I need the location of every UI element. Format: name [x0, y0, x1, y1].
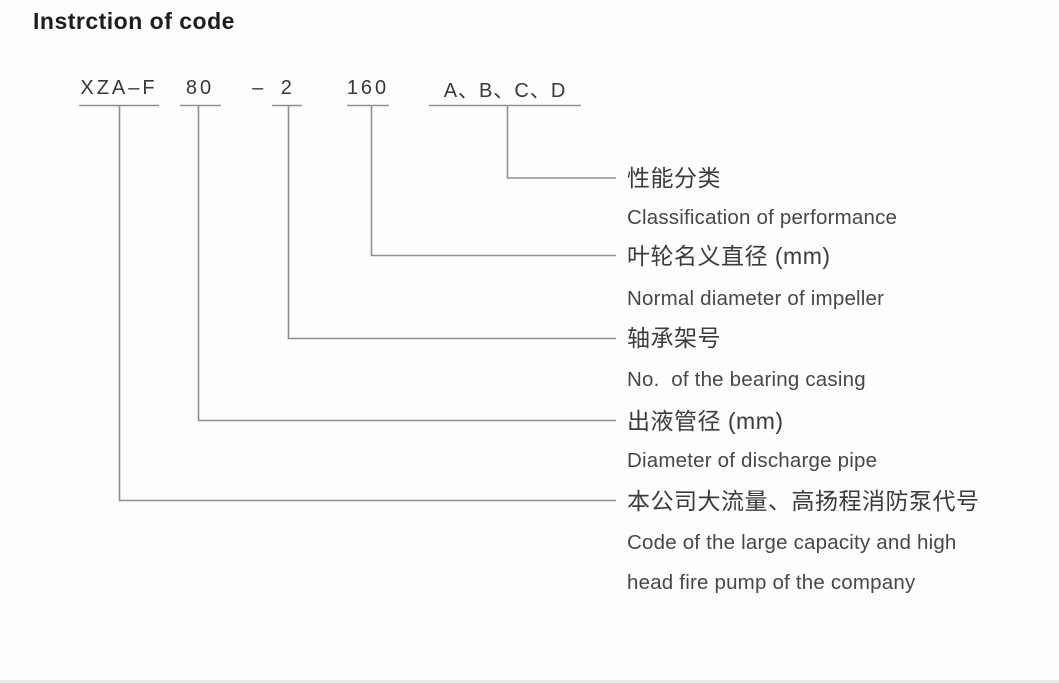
code-segment-performance-class: A、B、C、D	[443, 79, 567, 102]
label-pipe-diameter-zh: 出液管径 (mm)	[627, 408, 784, 434]
page-title: Instrction of code	[33, 8, 235, 34]
connector-performance-class	[506, 105, 616, 179]
bottom-edge-bar	[0, 680, 1059, 683]
label-performance-class-en: Classification of performance	[627, 206, 898, 229]
connector-bearing-no	[287, 105, 616, 340]
label-pipe-diameter-en: Diameter of discharge pipe	[627, 449, 878, 472]
code-segment-pipe-diameter: 80	[185, 76, 215, 99]
connector-pipe-diameter	[197, 105, 616, 422]
connector-series	[118, 105, 616, 502]
label-performance-class-zh: 性能分类	[627, 165, 721, 191]
code-segment-bearing-no: – 2	[252, 76, 298, 99]
label-series-zh: 本公司大流量、高扬程消防泵代号	[627, 488, 980, 514]
label-impeller-diameter-en: Normal diameter of impeller	[627, 287, 885, 310]
label-series-en-line2: head fire pump of the company	[627, 571, 916, 594]
code-segment-impeller-diameter: 160	[346, 76, 390, 99]
code-segment-series: XZA–F	[80, 76, 158, 99]
label-bearing-no-zh: 轴承架号	[627, 325, 721, 351]
connector-impeller-diameter	[370, 105, 616, 257]
label-impeller-diameter-zh: 叶轮名义直径 (mm)	[627, 243, 831, 269]
label-series-en-line1: Code of the large capacity and high	[627, 531, 957, 554]
label-bearing-no-en: No. of the bearing casing	[627, 368, 866, 391]
